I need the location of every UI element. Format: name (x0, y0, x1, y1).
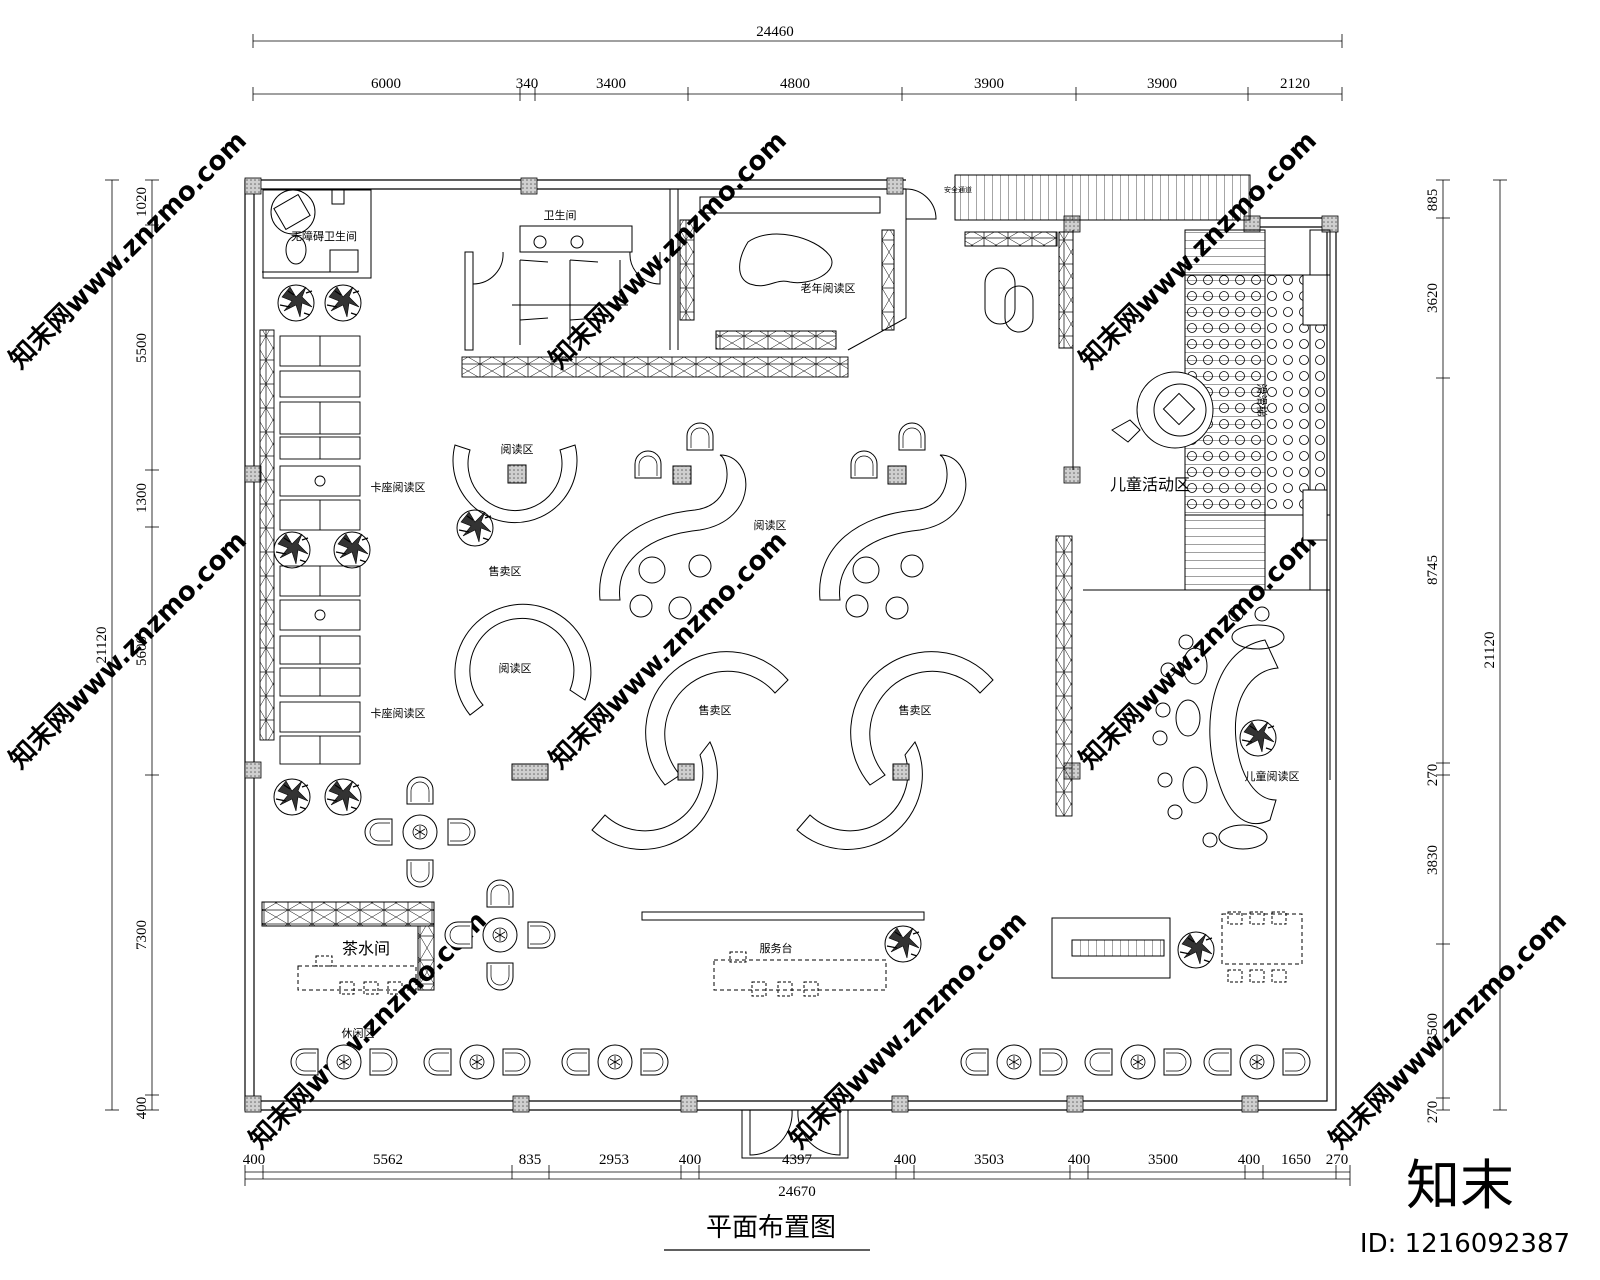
dim-top-total: 24460 (756, 24, 794, 40)
dim-top-seg: 4800 (780, 76, 810, 92)
room-label-service-desk: 服务台 (760, 941, 793, 955)
dim-left-seg: 400 (134, 1097, 150, 1120)
dim-right-seg: 885 (1425, 189, 1441, 212)
watermark-text: 知末网www.znzmo.com (4, 126, 253, 375)
room-label-reading: 阅读区 (499, 661, 532, 675)
tea-room (261, 901, 435, 995)
senior-reading-area (679, 188, 937, 351)
accessible-wc (262, 189, 372, 279)
main-entrance-door (741, 1109, 849, 1159)
dim-right-total: 21120 (1482, 632, 1498, 669)
dim-bottom-seg: 835 (519, 1152, 542, 1168)
kids-reading-area (1152, 606, 1285, 850)
dim-bottom-seg: 400 (894, 1152, 917, 1168)
dim-left-seg: 1300 (134, 483, 150, 513)
chair-icon (850, 450, 878, 479)
dim-top-seg: 340 (516, 76, 539, 92)
dim-top-seg: 6000 (371, 76, 401, 92)
dim-right-seg: 3620 (1425, 283, 1441, 313)
plant-icon (1239, 719, 1277, 757)
dim-bottom-seg: 3500 (1148, 1152, 1178, 1168)
dim-right-seg: 8745 (1425, 555, 1441, 585)
dim-top-seg: 3900 (974, 76, 1004, 92)
stamp-logo: 知末 (1406, 1154, 1514, 1217)
watermark-text: 知末网www.znzmo.com (4, 526, 253, 775)
watermark-layer: 知末网www.znzmo.com 知末网www.znzmo.com 知末网www… (4, 126, 1573, 1155)
dim-right-seg: 270 (1425, 764, 1441, 787)
dim-right-seg: 270 (1425, 1101, 1441, 1124)
dim-top-seg: 3400 (596, 76, 626, 92)
cafe-table (364, 776, 476, 888)
chair-icon (686, 422, 714, 451)
room-label-kids-activity: 儿童活动区 (1110, 475, 1190, 494)
sales-area-arc (454, 603, 592, 716)
room-label-senior-reading: 老年阅读区 (801, 281, 856, 295)
sales-benches (511, 651, 994, 850)
dim-left-seg: 7300 (134, 920, 150, 950)
dim-left-seg: 5600 (134, 636, 150, 666)
room-label-booth-reading: 卡座阅读区 (371, 480, 426, 494)
room-label-sales: 售卖区 (899, 703, 932, 717)
stamp-id: ID: 1216092387 (1360, 1229, 1570, 1259)
room-label-reading: 阅读区 (501, 442, 534, 456)
chair-icon (898, 422, 926, 451)
dim-right-seg: 3500 (1425, 1013, 1441, 1043)
leisure-seating-row (290, 1044, 1311, 1080)
dimension-right (1436, 179, 1507, 1111)
wc-block (464, 189, 679, 351)
dim-bottom-seg: 400 (1238, 1152, 1261, 1168)
dim-bottom-seg: 400 (243, 1152, 266, 1168)
dim-bottom-seg: 400 (1068, 1152, 1091, 1168)
service-desk (641, 911, 925, 997)
dim-bottom-seg: 3503 (974, 1152, 1004, 1168)
room-label-wc: 卫生间 (544, 208, 577, 222)
watermark-text: 知末网www.znzmo.com (544, 526, 793, 775)
chair-icon (634, 450, 662, 479)
reading-area-1 (452, 444, 578, 524)
reading-area-2 (599, 454, 967, 601)
dim-top-seg: 2120 (1280, 76, 1310, 92)
dimension-bottom (244, 1165, 1351, 1186)
room-label-booth-reading: 卡座阅读区 (371, 706, 426, 720)
dim-bottom-seg: 2953 (599, 1152, 629, 1168)
room-label-sales: 售卖区 (489, 564, 522, 578)
plant-icon (1177, 931, 1215, 969)
divider-shelf (1055, 535, 1073, 817)
plant-icon (884, 925, 922, 963)
dim-bottom-total: 24670 (778, 1184, 816, 1200)
stairs (954, 174, 1251, 470)
room-label-slide: 滑滑梯 (1255, 384, 1268, 417)
room-label-tea-room: 茶水间 (342, 939, 390, 958)
dimension-left (105, 179, 159, 1111)
plant-icon (456, 509, 494, 547)
dim-bottom-seg: 400 (679, 1152, 702, 1168)
kids-activity-area (1083, 229, 1331, 780)
watermark-text: 知末网www.znzmo.com (1324, 906, 1573, 1155)
dim-left-total: 21120 (94, 627, 110, 664)
shelf-row (461, 356, 849, 378)
dim-left-seg: 5500 (134, 333, 150, 363)
cafe-table (444, 879, 556, 991)
room-label-leisure: 休闲区 (342, 1026, 375, 1040)
dim-bottom-seg: 4397 (782, 1152, 813, 1168)
drawing-title: 平面布置图 (706, 1213, 836, 1243)
dim-bottom-seg: 270 (1326, 1152, 1349, 1168)
dim-right-seg: 3830 (1425, 845, 1441, 875)
stool-group (629, 554, 924, 620)
lounge-desk (1051, 911, 1303, 983)
dim-bottom-seg: 5562 (373, 1152, 403, 1168)
dim-top-seg: 3900 (1147, 76, 1177, 92)
dim-bottom-seg: 1650 (1281, 1152, 1311, 1168)
room-label-kids-reading: 儿童阅读区 (1245, 769, 1300, 783)
booth-reading-shelving (259, 329, 361, 765)
room-label-reading: 阅读区 (754, 518, 787, 532)
room-label-accessible-wc: 无障碍卫生间 (291, 229, 357, 243)
plant-group (273, 284, 371, 816)
dim-left-seg: 1020 (134, 187, 150, 217)
room-label-sales: 售卖区 (699, 703, 732, 717)
dimension-top (252, 34, 1343, 101)
